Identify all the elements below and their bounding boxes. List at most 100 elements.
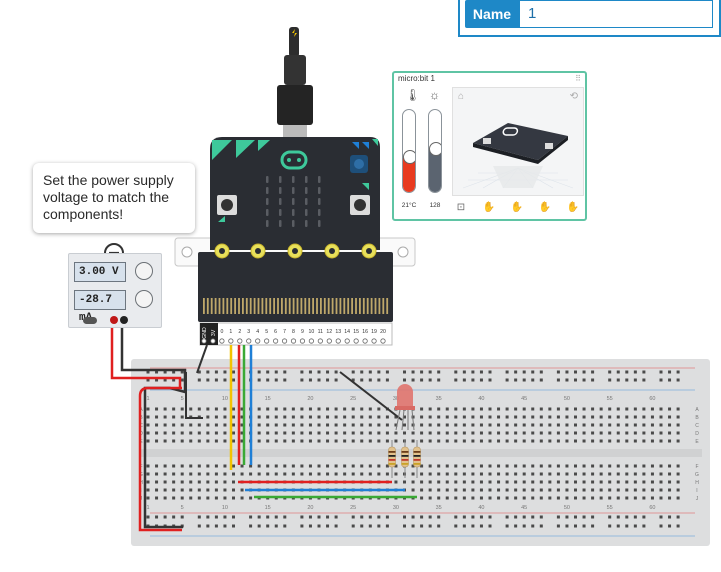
terminal-hole[interactable] bbox=[574, 488, 577, 492]
rail-hole[interactable] bbox=[488, 378, 492, 382]
pin-hole[interactable] bbox=[219, 338, 225, 344]
terminal-hole[interactable] bbox=[454, 439, 458, 443]
terminal-hole[interactable] bbox=[411, 472, 415, 476]
terminal-hole[interactable] bbox=[163, 407, 167, 411]
terminal-hole[interactable] bbox=[650, 488, 654, 492]
rail-hole[interactable] bbox=[368, 378, 372, 382]
terminal-hole[interactable] bbox=[479, 496, 483, 500]
pin-hole[interactable] bbox=[353, 338, 359, 344]
terminal-hole[interactable] bbox=[249, 496, 253, 500]
rail-hole[interactable] bbox=[146, 378, 150, 382]
terminal-hole[interactable] bbox=[420, 496, 424, 500]
terminal-hole[interactable] bbox=[163, 464, 167, 468]
terminal-hole[interactable] bbox=[368, 464, 372, 468]
terminal-hole[interactable] bbox=[548, 464, 552, 468]
rail-hole[interactable] bbox=[163, 515, 167, 519]
terminal-hole[interactable] bbox=[206, 415, 210, 419]
terminal-hole[interactable] bbox=[471, 464, 475, 468]
rail-hole[interactable] bbox=[223, 524, 227, 528]
terminal-hole[interactable] bbox=[257, 439, 261, 443]
resistors[interactable] bbox=[388, 440, 421, 478]
pin-hole[interactable] bbox=[281, 338, 288, 344]
terminal-hole[interactable] bbox=[300, 415, 304, 419]
terminal-hole[interactable] bbox=[197, 472, 201, 476]
terminal-hole[interactable] bbox=[334, 415, 338, 419]
rail-hole[interactable] bbox=[274, 378, 278, 382]
rail-hole[interactable] bbox=[155, 370, 159, 374]
terminal-hole[interactable] bbox=[574, 431, 577, 435]
terminal-hole[interactable] bbox=[497, 472, 501, 476]
rail-hole[interactable] bbox=[403, 515, 406, 519]
terminal-hole[interactable] bbox=[317, 407, 321, 411]
terminal-hole[interactable] bbox=[206, 480, 210, 484]
rail-hole[interactable] bbox=[172, 378, 176, 382]
terminal-hole[interactable] bbox=[633, 464, 637, 468]
pin-hole[interactable] bbox=[228, 338, 234, 344]
terminal-hole[interactable] bbox=[300, 472, 304, 476]
terminal-hole[interactable] bbox=[343, 464, 347, 468]
terminal-hole[interactable] bbox=[189, 439, 193, 443]
terminal-hole[interactable] bbox=[454, 415, 458, 419]
terminal-hole[interactable] bbox=[462, 496, 466, 500]
terminal-hole[interactable] bbox=[317, 472, 321, 476]
rail-hole[interactable] bbox=[334, 524, 338, 528]
terminal-hole[interactable] bbox=[223, 480, 227, 484]
terminal-hole[interactable] bbox=[591, 488, 595, 492]
terminal-hole[interactable] bbox=[650, 464, 654, 468]
terminal-hole[interactable] bbox=[308, 464, 312, 468]
terminal-hole[interactable] bbox=[437, 488, 441, 492]
pin-hole[interactable] bbox=[380, 338, 386, 344]
terminal-hole[interactable] bbox=[522, 415, 526, 419]
rail-hole[interactable] bbox=[172, 370, 176, 374]
terminal-hole[interactable] bbox=[343, 407, 347, 411]
pin-hole[interactable] bbox=[272, 338, 279, 344]
terminal-hole[interactable] bbox=[146, 472, 150, 476]
rail-hole[interactable] bbox=[223, 378, 227, 382]
terminal-hole[interactable] bbox=[633, 439, 637, 443]
terminal-hole[interactable] bbox=[437, 407, 441, 411]
rail-hole[interactable] bbox=[206, 524, 210, 528]
rail-hole[interactable] bbox=[180, 370, 184, 374]
rail-hole[interactable] bbox=[437, 524, 441, 528]
terminal-hole[interactable] bbox=[531, 407, 535, 411]
terminal-hole[interactable] bbox=[488, 496, 492, 500]
terminal-hole[interactable] bbox=[445, 472, 449, 476]
terminal-hole[interactable] bbox=[334, 439, 338, 443]
terminal-hole[interactable] bbox=[479, 472, 483, 476]
terminal-hole[interactable] bbox=[240, 431, 244, 435]
terminal-hole[interactable] bbox=[411, 431, 415, 435]
pin-hole[interactable] bbox=[362, 338, 368, 344]
breakout-pin-holes[interactable] bbox=[201, 338, 386, 344]
rail-hole[interactable] bbox=[608, 515, 612, 519]
terminal-hole[interactable] bbox=[445, 480, 449, 484]
rail-hole[interactable] bbox=[317, 370, 321, 374]
terminal-hole[interactable] bbox=[599, 472, 603, 476]
terminal-hole[interactable] bbox=[642, 496, 646, 500]
terminal-hole[interactable] bbox=[411, 480, 415, 484]
terminal-hole[interactable] bbox=[214, 439, 218, 443]
terminal-hole[interactable] bbox=[479, 423, 483, 427]
terminal-hole[interactable] bbox=[608, 488, 612, 492]
terminal-hole[interactable] bbox=[633, 480, 637, 484]
rail-hole[interactable] bbox=[659, 524, 663, 528]
terminal-hole[interactable] bbox=[531, 472, 535, 476]
terminal-hole[interactable] bbox=[214, 472, 218, 476]
terminal-hole[interactable] bbox=[462, 464, 466, 468]
terminal-hole[interactable] bbox=[676, 480, 680, 484]
terminal-hole[interactable] bbox=[385, 439, 389, 443]
rail-hole[interactable] bbox=[326, 370, 330, 374]
rail-hole[interactable] bbox=[326, 515, 330, 519]
terminal-hole[interactable] bbox=[454, 464, 458, 468]
rail-hole[interactable] bbox=[642, 524, 646, 528]
terminal-hole[interactable] bbox=[163, 488, 167, 492]
terminal-hole[interactable] bbox=[232, 496, 235, 500]
rail-hole[interactable] bbox=[556, 378, 560, 382]
terminal-hole[interactable] bbox=[668, 480, 672, 484]
terminal-hole[interactable] bbox=[488, 439, 492, 443]
terminal-hole[interactable] bbox=[565, 415, 569, 419]
pin-hole[interactable] bbox=[237, 338, 243, 344]
terminal-hole[interactable] bbox=[223, 496, 227, 500]
rail-hole[interactable] bbox=[180, 515, 184, 519]
rail-hole[interactable] bbox=[642, 515, 646, 519]
terminal-hole[interactable] bbox=[565, 407, 569, 411]
